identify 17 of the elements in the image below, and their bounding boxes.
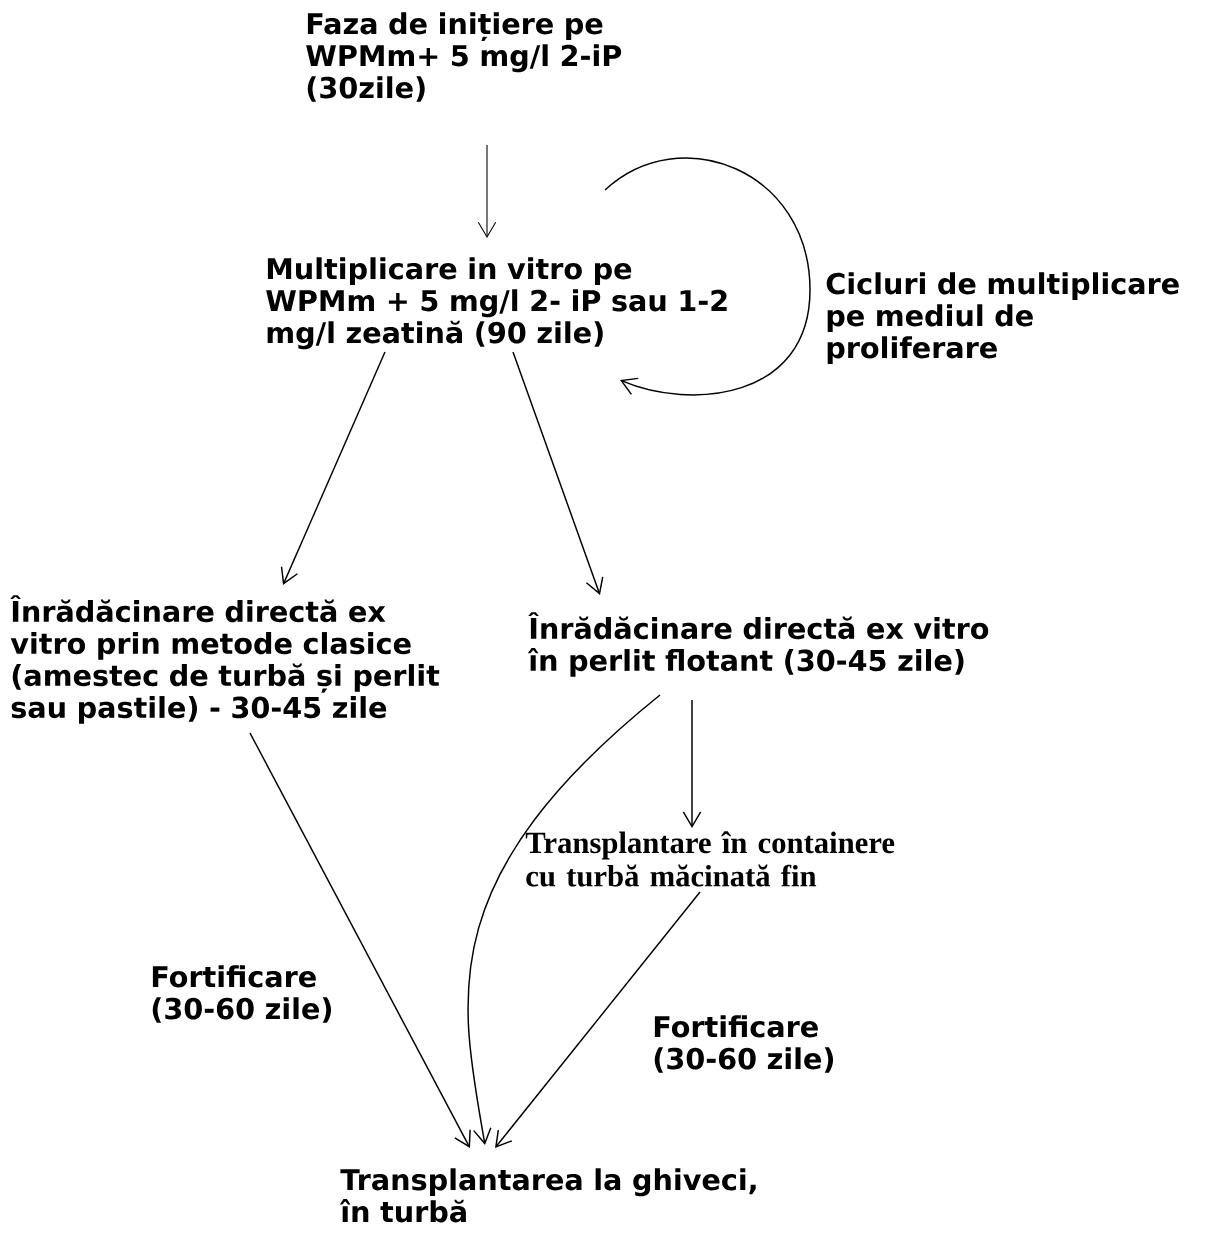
step-text: Transplantarea la ghiveci, în turbă xyxy=(339,1168,756,1223)
arrow xyxy=(512,351,604,595)
arrow xyxy=(467,694,661,1145)
step-text: Înrădăcinare directă ex vitro prin metode clasice (amestec de turbă și perlit sau pastile) - 30-45 zile xyxy=(10,595,440,724)
edge-label: Fortificare (30-60 zile) xyxy=(654,1015,834,1073)
step-text: Multiplicare in vitro pe WPMm + 5 mg/l 2- iP sau 1-2 mg/l zeatină (90 zile) xyxy=(266,257,727,350)
edge-label: Fortificare (30-60 zile) xyxy=(152,965,332,1023)
arrow xyxy=(604,157,811,396)
edge-label: Cicluri de multiplicare pe mediul de proliferare xyxy=(826,272,1179,364)
arrow xyxy=(280,351,386,585)
step-text: Faza de inițiere pe WPMm+ 5 mg/l 2-iP (30zile) xyxy=(306,12,622,102)
arrow xyxy=(477,144,497,238)
step-text: Înrădăcinare directă ex vitro în perlit flotant (30-45 zile) xyxy=(527,612,989,677)
arrow xyxy=(682,699,702,828)
step-text: Transplantare în containere cu turbă măcinată fin xyxy=(525,831,895,887)
arrow xyxy=(495,891,701,1148)
arrow xyxy=(249,732,471,1148)
